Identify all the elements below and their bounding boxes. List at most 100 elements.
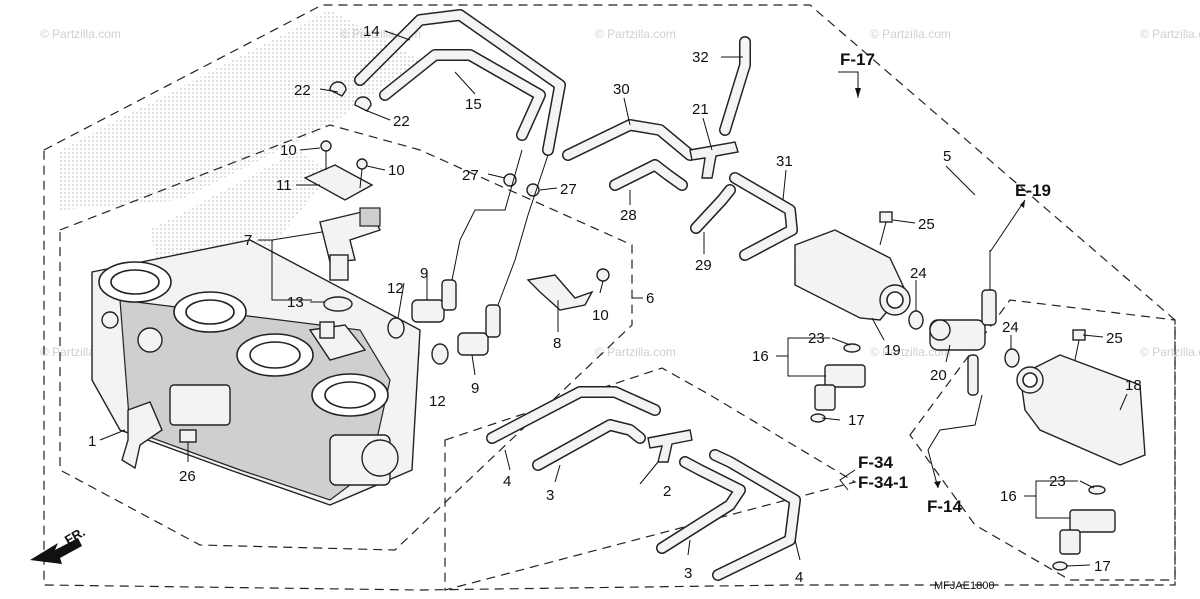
o-ring-13 — [323, 296, 353, 312]
tee-21 — [689, 141, 739, 179]
callout-32: 32 — [692, 49, 709, 66]
watermark: © Partzilla.com — [870, 27, 951, 41]
callout-13: 13 — [287, 294, 304, 311]
callout-9: 9 — [471, 380, 479, 397]
callout-25: 25 — [1106, 330, 1123, 347]
watermark: © Partzilla.com — [595, 345, 676, 359]
callout-4: 4 — [503, 473, 511, 490]
screw-10 — [356, 158, 368, 189]
callout-5: 5 — [943, 148, 951, 165]
callout-18: 18 — [1125, 377, 1142, 394]
sensor-plate — [303, 164, 374, 201]
hose-31 — [729, 172, 798, 261]
bolt-25-upper — [879, 211, 893, 246]
fuel-rail-18 — [1016, 354, 1146, 466]
bolt-10-right — [596, 268, 610, 294]
callout-10: 10 — [592, 307, 609, 324]
watermark: © Partzilla.com — [1140, 27, 1200, 41]
ref-f34: F-34 — [858, 453, 894, 472]
hose-14 — [354, 9, 566, 156]
throttle-body-outline — [59, 124, 633, 551]
callout-8: 8 — [553, 335, 561, 352]
clip-22-lower — [354, 96, 372, 112]
ref-f17: F-17 — [840, 50, 875, 69]
callout-22: 22 — [294, 82, 311, 99]
callout-9: 9 — [420, 265, 428, 282]
callout-27: 27 — [462, 167, 479, 184]
injector-16-lower — [1052, 485, 1116, 571]
screw-10 — [320, 140, 332, 170]
clip-22-upper — [329, 81, 347, 97]
o-ring-24-lower — [1004, 348, 1020, 368]
injector-16-upper — [810, 343, 866, 423]
callout-numbers: 1 2 3 3 4 4 5 6 7 8 9 9 10 10 10 11 12 1… — [88, 23, 1142, 586]
background-shading — [60, 10, 420, 280]
callout-28: 28 — [620, 207, 637, 224]
callout-3: 3 — [546, 487, 554, 504]
watermark: © Partzilla.com — [870, 345, 951, 359]
right-injector-outline — [909, 299, 1176, 581]
leader-lines — [99, 30, 1128, 567]
callout-10: 10 — [280, 142, 297, 159]
callout-16: 16 — [1000, 488, 1017, 505]
hose-15 — [379, 49, 546, 141]
vacuum-line — [451, 149, 523, 281]
callout-23: 23 — [808, 330, 825, 347]
throttle-body-assembly — [91, 239, 421, 506]
callout-3: 3 — [684, 565, 692, 582]
fuel-rail-19 — [794, 229, 911, 321]
callout-6: 6 — [646, 290, 654, 307]
reference-arrows — [838, 71, 1026, 491]
callout-12: 12 — [429, 393, 446, 410]
vacuum-line — [497, 154, 549, 306]
callout-25: 25 — [918, 216, 935, 233]
hose-3-lower — [656, 456, 746, 554]
bolt-25-lower — [1072, 329, 1086, 361]
callout-17: 17 — [1094, 558, 1111, 575]
hose-30 — [562, 119, 696, 161]
throttle-position-bracket — [121, 401, 163, 470]
callout-15: 15 — [465, 96, 482, 113]
o-ring-24-upper — [908, 310, 924, 330]
front-label: FR. — [62, 524, 88, 547]
watermark: © Partzilla.com — [40, 27, 121, 41]
fitting-20 — [929, 250, 997, 396]
hose-3-upper — [532, 419, 646, 471]
hose-29 — [690, 184, 736, 234]
hose-4-upper — [486, 386, 661, 444]
arrow-left-icon — [30, 538, 82, 564]
hose-4-lower — [709, 449, 801, 581]
callout-24: 24 — [1002, 319, 1019, 336]
callout-14: 14 — [363, 23, 380, 40]
ref-e19: E-19 — [1015, 181, 1051, 200]
valve-9-lower — [457, 304, 501, 356]
tee-2 — [647, 429, 693, 463]
callout-12: 12 — [387, 280, 404, 297]
callout-26: 26 — [179, 468, 196, 485]
callout-17: 17 — [848, 412, 865, 429]
callout-2: 2 — [663, 483, 671, 500]
callout-1: 1 — [88, 433, 96, 450]
ring-12-lower — [431, 343, 449, 365]
callout-10: 10 — [388, 162, 405, 179]
callout-23: 23 — [1049, 473, 1066, 490]
ref-f34-1: F-34-1 — [858, 473, 908, 492]
callout-19: 19 — [884, 342, 901, 359]
callout-16: 16 — [752, 348, 769, 365]
callout-21: 21 — [692, 101, 709, 118]
callout-11: 11 — [276, 177, 292, 194]
valve-9-upper — [411, 279, 457, 323]
callout-24: 24 — [910, 265, 927, 282]
callout-20: 20 — [930, 367, 947, 384]
ref-f14: F-14 — [927, 497, 963, 516]
diagram-code: MFJAE1800 — [934, 580, 995, 592]
lower-hose-outline — [444, 367, 857, 591]
callout-22: 22 — [393, 113, 410, 130]
ring-12-upper — [387, 317, 405, 339]
hose-28 — [609, 159, 688, 191]
front-direction-arrow: FR. — [30, 524, 88, 564]
callout-7: 7 — [244, 232, 252, 249]
group-outlines — [43, 4, 1176, 591]
hose-32 — [719, 36, 751, 136]
